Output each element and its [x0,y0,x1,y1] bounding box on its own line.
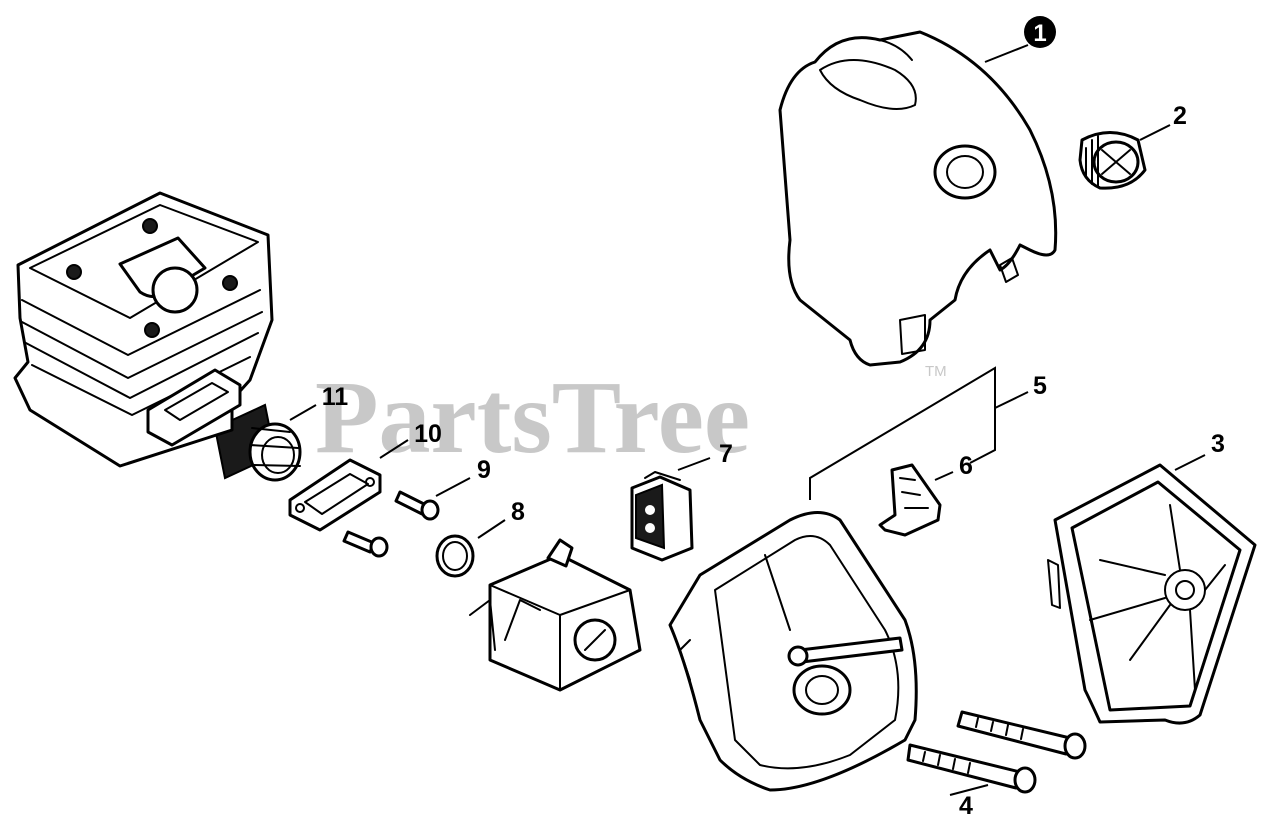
callout-1[interactable]: 1 [1024,16,1056,48]
callout-3[interactable]: 3 [1211,430,1225,458]
cylinder [13,191,274,468]
part-9-screw[interactable] [342,490,440,558]
part-4-screws[interactable] [906,710,1087,794]
callouts: 1 2 3 4 5 6 7 8 9 10 11 [322,16,1225,820]
part-5-filter-base[interactable] [668,511,918,792]
part-2-knob[interactable] [1078,131,1147,190]
callout-7[interactable]: 7 [719,440,733,468]
callout-4[interactable]: 4 [959,792,973,820]
callout-2[interactable]: 2 [1173,102,1187,130]
callout-8[interactable]: 8 [511,498,525,526]
part-1-cover[interactable] [778,30,1058,367]
watermark-trademark: TM [925,363,947,380]
callout-9[interactable]: 9 [477,456,491,484]
callout-5[interactable]: 5 [1033,372,1047,400]
part-8-oring[interactable] [435,534,475,578]
callout-11[interactable]: 11 [322,383,349,411]
part-3-air-filter[interactable] [1047,463,1257,725]
watermark: PartsTree TM [315,360,947,475]
part-10-gasket[interactable] [288,458,382,532]
callout-6[interactable]: 6 [959,452,973,480]
callout-10[interactable]: 10 [414,420,442,448]
leader-lines [289,44,1206,796]
part-7-insulator[interactable] [630,471,694,562]
part-11-intake-boot[interactable] [213,403,302,482]
part-6-bracket[interactable] [878,463,942,537]
watermark-text: PartsTree [315,360,750,475]
carburetor [469,538,642,692]
callout-1-label: 1 [1033,20,1046,47]
